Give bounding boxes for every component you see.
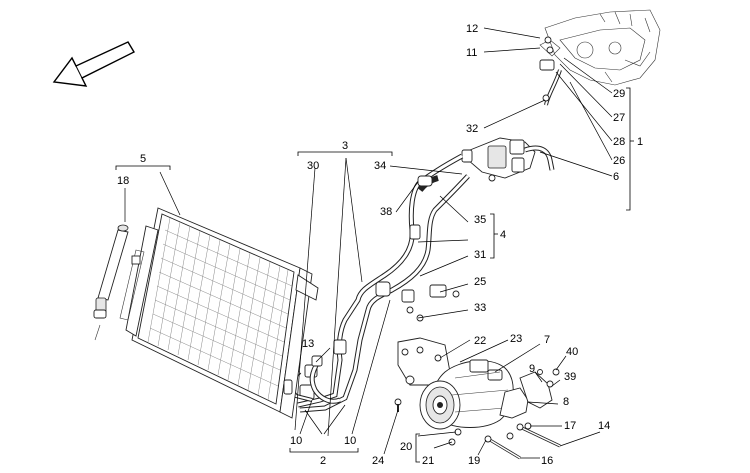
compressor-bracket: [499, 368, 560, 419]
callout-32: 32: [466, 123, 478, 135]
callout-2: 2: [320, 455, 326, 467]
callout-40: 40: [566, 346, 578, 358]
callout-4: 4: [500, 229, 506, 241]
callout-17: 17: [564, 420, 576, 432]
callout-31: 31: [474, 249, 486, 261]
callout-labels: 12 11 29 27 32 28 1 3 5 26 30 34 6 18 38…: [117, 23, 643, 467]
callout-24: 24: [372, 455, 384, 467]
callout-23: 23: [510, 333, 522, 345]
receiver-drier: [93, 224, 145, 341]
callout-8: 8: [563, 396, 569, 408]
callout-10-left: 10: [290, 435, 302, 447]
direction-arrow-icon: [52, 41, 135, 87]
callout-10-right: 10: [344, 435, 356, 447]
callout-22: 22: [474, 335, 486, 347]
callout-35: 35: [474, 214, 486, 226]
callout-30: 30: [307, 160, 319, 172]
callout-33: 33: [474, 302, 486, 314]
callout-6: 6: [613, 171, 619, 183]
callout-19: 19: [468, 455, 480, 467]
group-brackets: [115, 87, 634, 463]
callout-39: 39: [564, 371, 576, 383]
long-pipe-assembly: [290, 153, 470, 413]
callout-27: 27: [613, 112, 625, 124]
callout-16: 16: [541, 455, 553, 467]
condenser-radiator: [125, 207, 319, 419]
callout-18: 18: [117, 175, 129, 187]
callout-13: 13: [302, 338, 314, 350]
callout-38: 38: [380, 206, 392, 218]
callout-34: 34: [374, 160, 386, 172]
callout-5: 5: [140, 153, 146, 165]
leader-lines: [124, 27, 613, 459]
callout-9: 9: [529, 363, 535, 375]
callout-7: 7: [544, 334, 550, 346]
callout-21: 21: [422, 455, 434, 467]
callout-26: 26: [613, 155, 625, 167]
engine-block-illustration: [539, 9, 661, 86]
callout-14: 14: [598, 420, 610, 432]
callout-28: 28: [613, 136, 625, 148]
callout-29: 29: [613, 88, 625, 100]
expansion-valve-block: [461, 137, 555, 182]
ac-compressor: [397, 337, 514, 430]
upper-pipe-assembly: [519, 36, 562, 136]
callout-20: 20: [400, 441, 412, 453]
callout-11: 11: [466, 47, 477, 59]
callout-1: 1: [637, 136, 643, 148]
callout-12: 12: [466, 23, 478, 35]
callout-3: 3: [342, 140, 348, 152]
callout-25: 25: [474, 276, 486, 288]
